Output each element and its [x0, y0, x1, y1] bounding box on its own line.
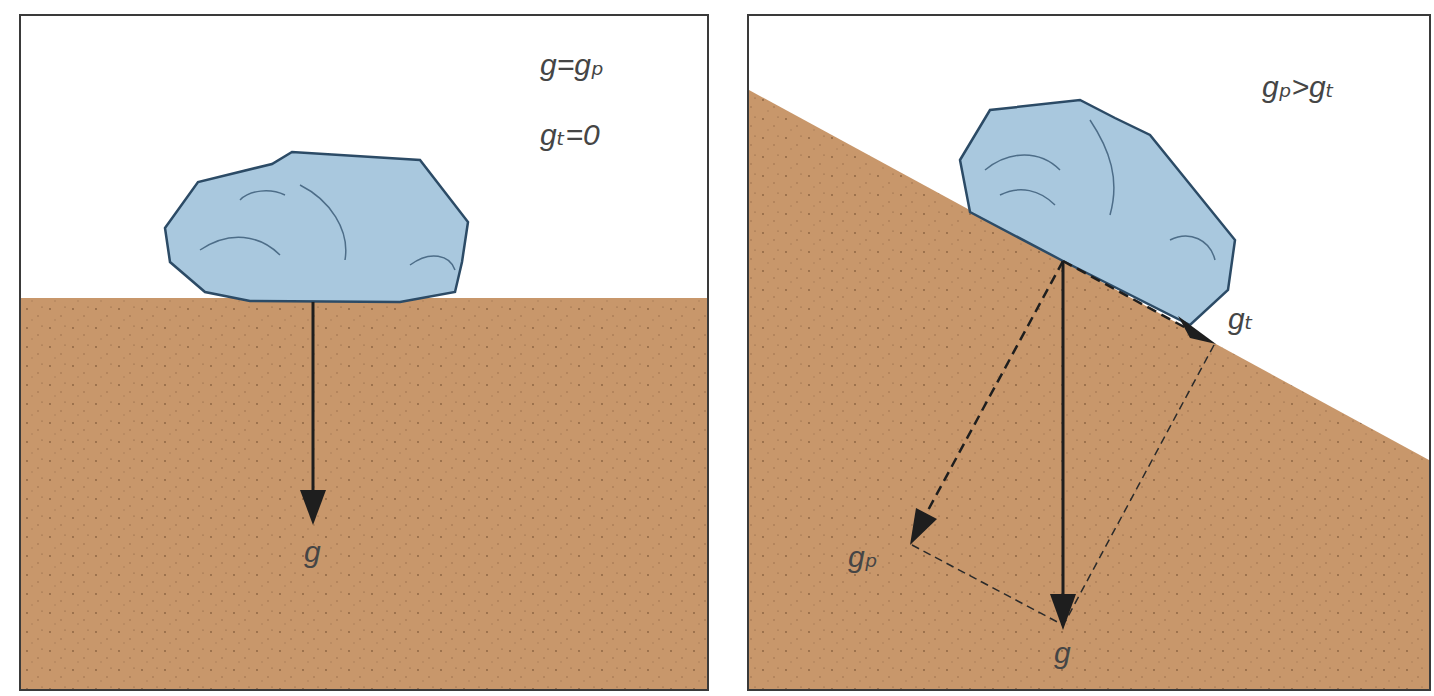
arrow-head: [910, 508, 937, 545]
vector-label: g: [1054, 636, 1071, 671]
vector-label: gₚ: [848, 540, 878, 575]
rock: [960, 100, 1235, 325]
tangential-component-vector: [1063, 261, 1186, 328]
gravity-vector: [1062, 261, 1065, 598]
equation-label: gₜ=0: [540, 118, 600, 153]
panel-frame: [20, 15, 708, 690]
construction-line: [912, 545, 1063, 625]
normal-component-vector: [926, 261, 1063, 514]
slope-panel: [748, 15, 1430, 690]
vector-label: g: [304, 535, 321, 570]
equation-label: gₚ>gₜ: [1262, 70, 1335, 105]
rock-texture: [985, 120, 1215, 260]
rock: [165, 152, 468, 302]
panel-frame: [748, 15, 1430, 690]
arrow-head: [1050, 594, 1076, 630]
flat-ground: [21, 298, 707, 689]
rock-texture: [200, 185, 455, 270]
flat-panel: [20, 15, 708, 690]
construction-line: [1065, 345, 1214, 622]
slope-ground: [749, 90, 1429, 689]
equation-label: g=gₚ: [540, 48, 604, 83]
arrow-head: [300, 490, 326, 525]
arrow-head: [1178, 316, 1216, 344]
vector-label: gₜ: [1228, 302, 1254, 337]
gravity-vector: [312, 302, 315, 495]
